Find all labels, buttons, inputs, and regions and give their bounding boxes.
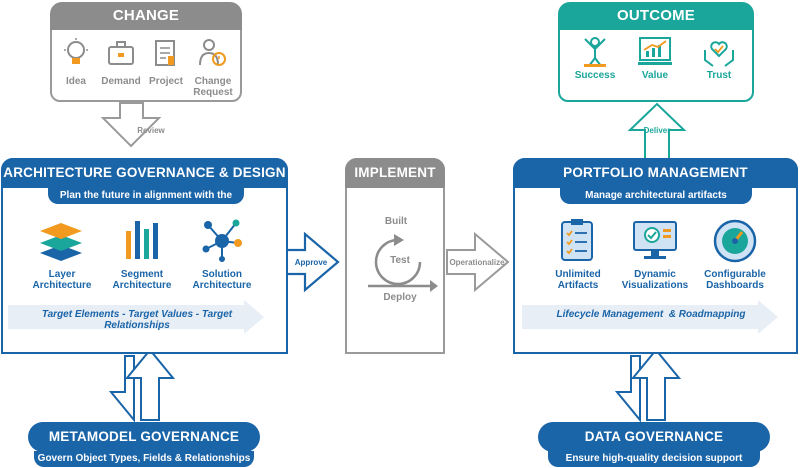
change-item-change-request: Change Request (193, 76, 233, 98)
segment-bars-icon (126, 221, 158, 259)
metamodel-sync-arrow (108, 348, 176, 423)
approve-arrow (283, 231, 340, 293)
operationalize-arrow (446, 231, 510, 293)
architecture-banner-arrow (8, 300, 264, 334)
gauge-icon (713, 219, 757, 263)
portfolio-banner-arrow (522, 300, 778, 334)
arch-item-segment: Segment Architecture (112, 269, 172, 291)
outcome-item-success: Success (574, 70, 616, 81)
metamodel-title: METAMODEL GOVERNANCE (28, 422, 260, 452)
implement-cycle-icon (368, 234, 438, 292)
implement-box (345, 158, 445, 354)
cycle-built: Built (384, 216, 408, 227)
data-governance-subtitle: Ensure high-quality decision support (548, 451, 760, 467)
portfolio-title: PORTFOLIO MANAGEMENT (513, 158, 798, 188)
portfolio-item-configurable: Configurable Dashboards (704, 269, 766, 291)
cycle-test: Test (390, 255, 410, 266)
implement-title: IMPLEMENT (345, 158, 445, 188)
briefcase-icon (108, 41, 134, 65)
change-item-idea: Idea (65, 76, 86, 87)
review-arrow (100, 102, 162, 148)
metamodel-subtitle: Govern Object Types, Fields & Relationsh… (34, 451, 254, 467)
portfolio-item-unlimited: Unlimited Artifacts (555, 269, 601, 291)
success-person-icon (584, 37, 606, 67)
change-item-demand: Demand (101, 76, 141, 87)
architecture-title: ARCHITECTURE GOVERNANCE & DESIGN (1, 158, 288, 188)
arch-item-layer: Layer Architecture (32, 269, 92, 291)
clipboard-icon (155, 40, 175, 66)
approve-label: Approve (294, 258, 328, 267)
change-item-project: Project (149, 76, 183, 87)
architecture-subtitle: Plan the future in alignment with the re… (48, 188, 244, 217)
change-title: CHANGE (50, 2, 242, 30)
arch-item-solution: Solution Architecture (192, 269, 252, 291)
deliver-arrow (627, 102, 687, 161)
outcome-item-trust: Trust (706, 70, 732, 81)
portfolio-banner-text: Lifecycle Management & Roadmapping (556, 309, 746, 320)
layer-stack-icon (40, 223, 82, 261)
trust-hands-icon (704, 41, 734, 67)
architecture-banner-text: Target Elements - Target Values - Target… (41, 309, 233, 331)
person-change-icon (199, 39, 226, 66)
solution-network-icon (202, 219, 242, 262)
cycle-deploy: Deploy (383, 292, 417, 303)
outcome-title: OUTCOME (558, 2, 754, 30)
checklist-icon (561, 219, 593, 261)
monitor-icon (633, 221, 677, 259)
data-governance-title: DATA GOVERNANCE (538, 422, 770, 452)
value-chart-icon (638, 37, 672, 65)
outcome-item-value: Value (641, 70, 669, 81)
review-label: Review (137, 126, 165, 135)
lightbulb-icon (64, 38, 88, 64)
portfolio-item-dynamic: Dynamic Visualizations (621, 269, 689, 291)
data-governance-sync-arrow (614, 348, 682, 423)
deliver-label: Deliver (643, 126, 671, 135)
operationalize-label: Operationalize (449, 258, 505, 267)
portfolio-subtitle: Manage architectural artifacts sustainab… (560, 188, 752, 217)
